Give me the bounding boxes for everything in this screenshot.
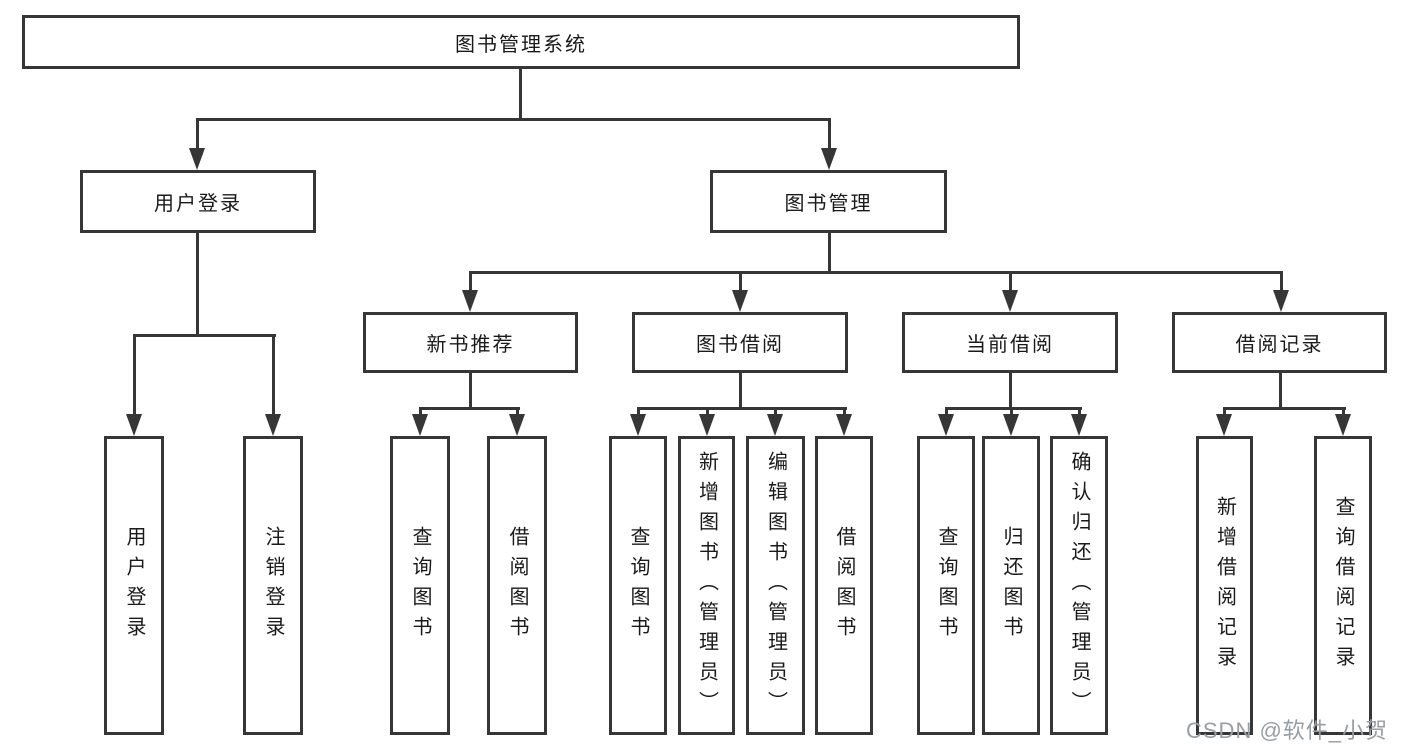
- connector-line: [1010, 407, 1013, 416]
- node-root-label: 图书管理系统: [455, 33, 587, 56]
- node-root: 图书管理系统: [22, 15, 1020, 69]
- node-label: 当前借阅: [966, 334, 1054, 356]
- connector-line: [945, 407, 1082, 410]
- connector-line: [1342, 407, 1345, 416]
- arrowhead-down-icon: [732, 290, 748, 312]
- arrowhead-down-icon: [1335, 414, 1351, 436]
- leaf-logout: 注销登录: [243, 436, 303, 735]
- arrowhead-down-icon: [126, 414, 142, 436]
- connector-line: [419, 407, 520, 410]
- node-label: 借阅记录: [1235, 334, 1324, 356]
- leaf-borrow-books-recommend: 借阅图书: [487, 436, 547, 735]
- leaf-edit-book-admin: 编辑图书（管理员）: [746, 436, 805, 735]
- leaf-label: 新增图书（管理员）: [695, 450, 718, 721]
- connector-line: [196, 233, 199, 337]
- leaf-label: 编辑图书（管理员）: [764, 450, 787, 721]
- arrowhead-down-icon: [767, 414, 783, 436]
- node-book-borrowing: 图书借阅: [632, 312, 848, 373]
- csdn-watermark: CSDN @软件_小贺同学: [1186, 718, 1389, 743]
- connector-line: [1223, 407, 1346, 410]
- leaf-label: 注销登录: [262, 525, 284, 646]
- connector-line: [1279, 373, 1282, 410]
- leaf-label: 查询图书: [935, 525, 957, 646]
- arrowhead-down-icon: [938, 414, 954, 436]
- arrowhead-down-icon: [509, 414, 525, 436]
- connector-line: [469, 271, 472, 292]
- arrowhead-down-icon: [189, 148, 205, 170]
- node-borrowing-records: 借阅记录: [1172, 312, 1387, 373]
- leaf-label: 查询借阅记录: [1332, 495, 1354, 676]
- arrowhead-down-icon: [699, 414, 715, 436]
- node-label: 新书推荐: [426, 334, 515, 356]
- connector-line: [637, 407, 847, 410]
- leaf-label: 新增借阅记录: [1213, 495, 1236, 676]
- node-user-login: 用户登录: [80, 170, 316, 233]
- leaf-confirm-return-admin: 确认归还（管理员）: [1050, 436, 1108, 735]
- node-label: 图书管理: [784, 193, 873, 215]
- connector-line: [133, 334, 276, 337]
- arrowhead-down-icon: [412, 414, 428, 436]
- leaf-label: 归还图书: [1000, 525, 1022, 646]
- leaf-user-login: 用户登录: [104, 436, 164, 735]
- leaf-label: 查询图书: [627, 525, 649, 646]
- connector-line: [1280, 271, 1283, 292]
- node-label: 图书借阅: [696, 334, 784, 356]
- connector-line: [843, 407, 846, 416]
- leaf-add-book-admin: 新增图书（管理员）: [678, 436, 735, 735]
- connector-line: [739, 271, 742, 292]
- leaf-label: 确认归还（管理员）: [1068, 450, 1090, 721]
- connector-line: [469, 373, 472, 410]
- connector-line: [637, 407, 640, 416]
- leaf-query-borrow-record: 查询借阅记录: [1314, 436, 1372, 735]
- arrowhead-down-icon: [1003, 414, 1019, 436]
- connector-line: [133, 334, 136, 416]
- connector-line: [419, 407, 422, 416]
- connector-line: [706, 407, 709, 416]
- connector-line: [1078, 407, 1081, 416]
- arrowhead-down-icon: [1002, 290, 1018, 312]
- connector-line: [828, 233, 831, 274]
- arrowhead-down-icon: [1071, 414, 1087, 436]
- arrowhead-down-icon: [821, 148, 837, 170]
- connector-line: [196, 118, 199, 150]
- arrowhead-down-icon: [630, 414, 646, 436]
- leaf-label: 查询图书: [409, 525, 431, 646]
- connector-line: [1009, 271, 1012, 292]
- leaf-label: 借阅图书: [833, 525, 855, 646]
- arrowhead-down-icon: [462, 290, 478, 312]
- node-new-book-recommend: 新书推荐: [363, 312, 578, 373]
- arrowhead-down-icon: [1216, 414, 1232, 436]
- leaf-label: 借阅图书: [506, 525, 528, 646]
- connector-line: [1009, 373, 1012, 410]
- connector-line: [519, 69, 522, 121]
- leaf-query-books-current: 查询图书: [917, 436, 975, 735]
- arrowhead-down-icon: [265, 414, 281, 436]
- node-current-borrowing: 当前借阅: [902, 312, 1118, 373]
- connector-line: [739, 373, 742, 410]
- node-label: 用户登录: [154, 193, 242, 215]
- connector-line: [945, 407, 948, 416]
- node-book-management: 图书管理: [710, 170, 947, 233]
- connector-line: [469, 271, 1283, 274]
- leaf-add-borrow-record: 新增借阅记录: [1196, 436, 1253, 735]
- leaf-query-books-recommend: 查询图书: [390, 436, 450, 735]
- connector-line: [196, 118, 831, 121]
- leaf-return-books: 归还图书: [982, 436, 1040, 735]
- connector-line: [774, 407, 777, 416]
- arrowhead-down-icon: [836, 414, 852, 436]
- leaf-label: 用户登录: [123, 525, 145, 646]
- connector-line: [516, 407, 519, 416]
- connector-line: [272, 334, 275, 416]
- leaf-borrow-books-borrowing: 借阅图书: [815, 436, 873, 735]
- leaf-query-books-borrowing: 查询图书: [609, 436, 667, 735]
- arrowhead-down-icon: [1273, 290, 1289, 312]
- connector-line: [828, 118, 831, 150]
- connector-line: [1223, 407, 1226, 416]
